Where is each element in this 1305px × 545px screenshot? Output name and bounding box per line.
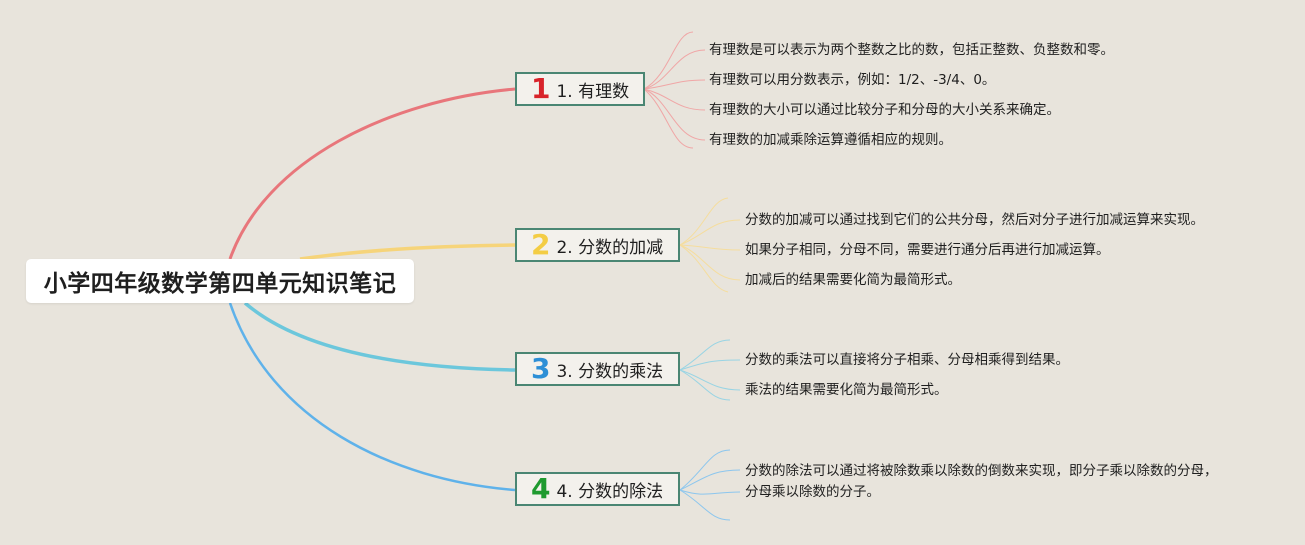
topic-label-2: 2. 分数的加减 (556, 237, 664, 258)
detail-1-3[interactable]: 有理数的大小可以通过比较分子和分母的大小关系来确定。 (709, 102, 1060, 118)
topic-node-2[interactable]: 2 2. 分数的加减 (515, 228, 680, 262)
detail-1-4[interactable]: 有理数的加减乘除运算遵循相应的规则。 (709, 132, 952, 148)
detail-3-1[interactable]: 分数的乘法可以直接将分子相乘、分母相乘得到结果。 (745, 352, 1069, 368)
topic-label-1: 1. 有理数 (556, 81, 630, 102)
branch-line-2 (299, 243, 516, 261)
detail-fan-1 (643, 31, 706, 149)
detail-3-2[interactable]: 乘法的结果需要化简为最简形式。 (745, 382, 948, 398)
detail-1-1[interactable]: 有理数是可以表示为两个整数之比的数，包括正整数、负整数和零。 (709, 42, 1114, 58)
topic-node-4[interactable]: 4 4. 分数的除法 (515, 472, 680, 506)
detail-2-2[interactable]: 如果分子相同，分母不同，需要进行通分后再进行加减运算。 (745, 242, 1110, 258)
detail-fan-3 (679, 339, 741, 401)
number-badge-3: 3 (531, 352, 551, 385)
detail-2-3[interactable]: 加减后的结果需要化简为最简形式。 (745, 272, 961, 288)
detail-4-1[interactable]: 分数的除法可以通过将被除数乘以除数的倒数来实现，即分子乘以除数的分母， (745, 463, 1218, 479)
topic-label-4: 4. 分数的除法 (556, 481, 664, 502)
topic-node-1[interactable]: 1 1. 有理数 (515, 72, 645, 106)
number-badge-2: 2 (531, 228, 551, 261)
detail-2-1[interactable]: 分数的加减可以通过找到它们的公共分母，然后对分子进行加减运算来实现。 (745, 212, 1204, 228)
detail-1-2[interactable]: 有理数可以用分数表示，例如：1/2、-3/4、0。 (709, 72, 996, 88)
detail-4-2[interactable]: 分母乘以除数的分子。 (745, 484, 880, 500)
topic-node-3[interactable]: 3 3. 分数的乘法 (515, 352, 680, 386)
central-topic[interactable]: 小学四年级数学第四单元知识笔记 (26, 259, 414, 303)
number-badge-4: 4 (531, 472, 551, 505)
detail-fan-4 (679, 449, 741, 521)
branch-line-3 (243, 301, 516, 372)
topic-label-3: 3. 分数的乘法 (556, 361, 664, 382)
branch-line-1 (228, 87, 516, 260)
number-badge-1: 1 (531, 72, 551, 105)
detail-fan-2 (679, 197, 741, 293)
branch-line-4 (228, 302, 516, 492)
